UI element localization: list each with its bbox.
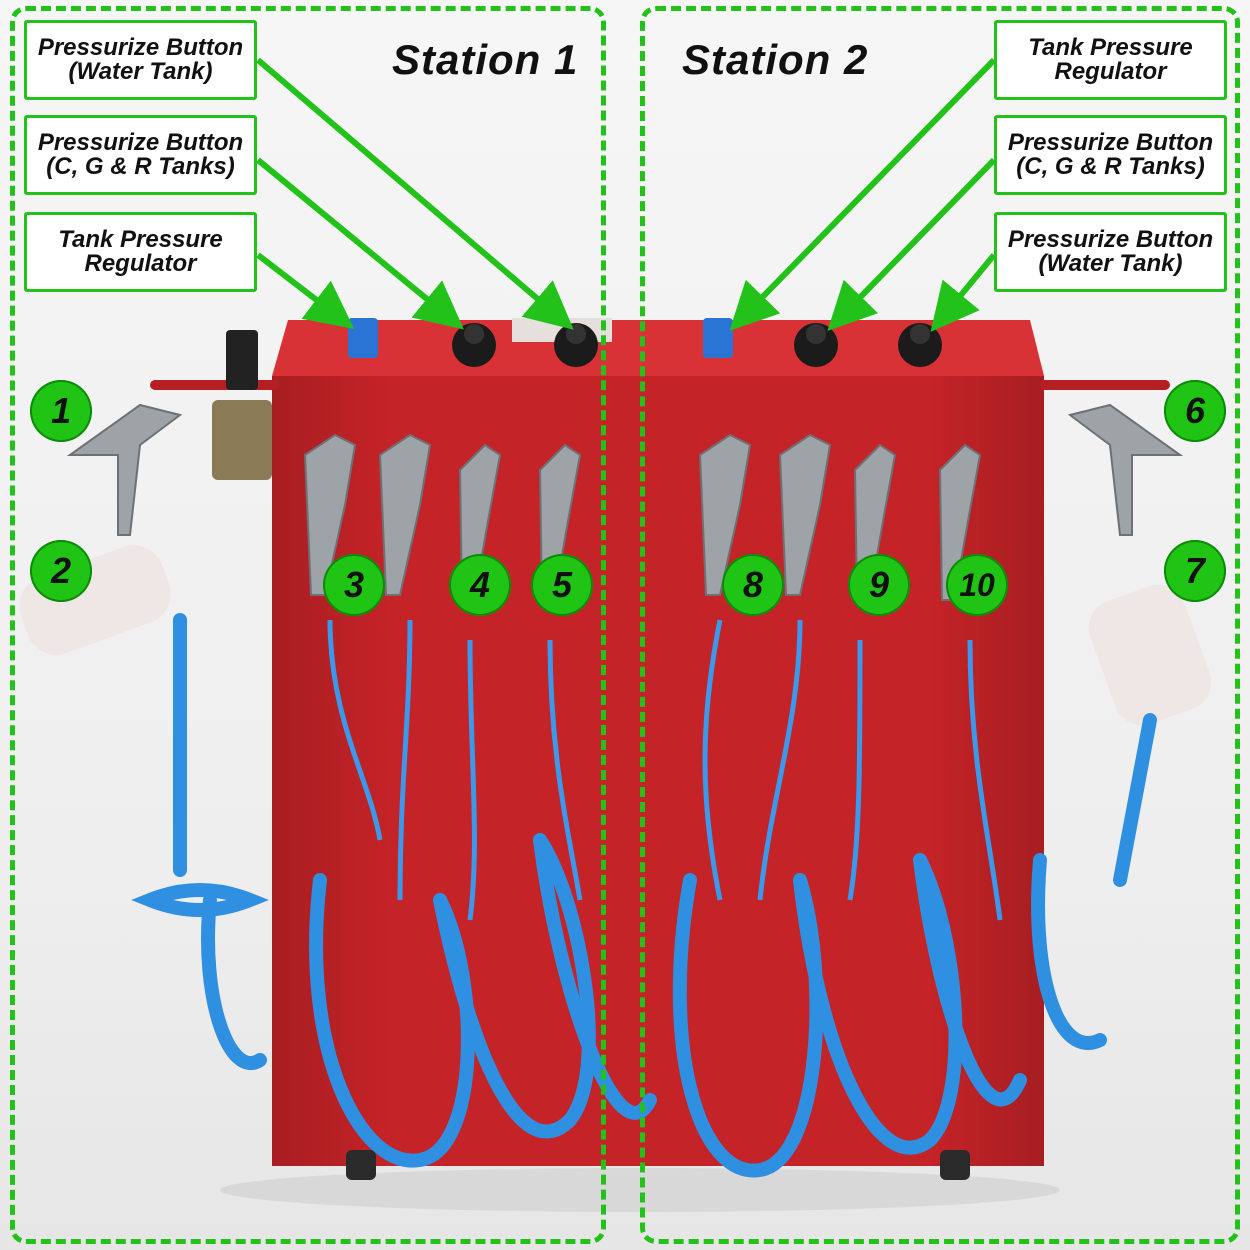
arrow-right-bottom [930,253,997,332]
badge-9: 9 [848,554,910,616]
button-left-1 [452,323,496,367]
badge-1: 1 [30,380,92,442]
callout-left-pressurize-cgr: Pressurize Button(C, G & R Tanks) [24,115,257,195]
badge-4: 4 [449,554,511,616]
callout-left-pressurize-water: Pressurize Button(Water Tank) [24,20,257,100]
badge-2: 2 [30,540,92,602]
badge-8: 8 [722,554,784,616]
badge-7: 7 [1164,540,1226,602]
station-2-title: Station 2 [682,36,869,83]
badge-10: 10 [946,554,1008,616]
button-right-2 [898,323,942,367]
badge-6: 6 [1164,380,1226,442]
station-1-frame [10,6,606,1244]
regulator-knob-left [348,318,378,358]
arrow-left-mid [256,157,464,330]
arrow-left-top [256,57,574,330]
button-right-1 [794,323,838,367]
arrow-right-top [729,57,997,331]
station-2-frame [640,6,1240,1244]
arrow-right-mid [827,157,997,331]
badge-3: 3 [323,554,385,616]
badge-5: 5 [531,554,593,616]
regulator-knob-right [703,318,733,358]
callout-right-pressurize-cgr: Pressurize Button(C, G & R Tanks) [994,115,1227,195]
arrow-left-bottom [256,252,355,329]
callout-right-pressurize-water: Pressurize Button(Water Tank) [994,212,1227,292]
station-1-title: Station 1 [392,36,579,83]
